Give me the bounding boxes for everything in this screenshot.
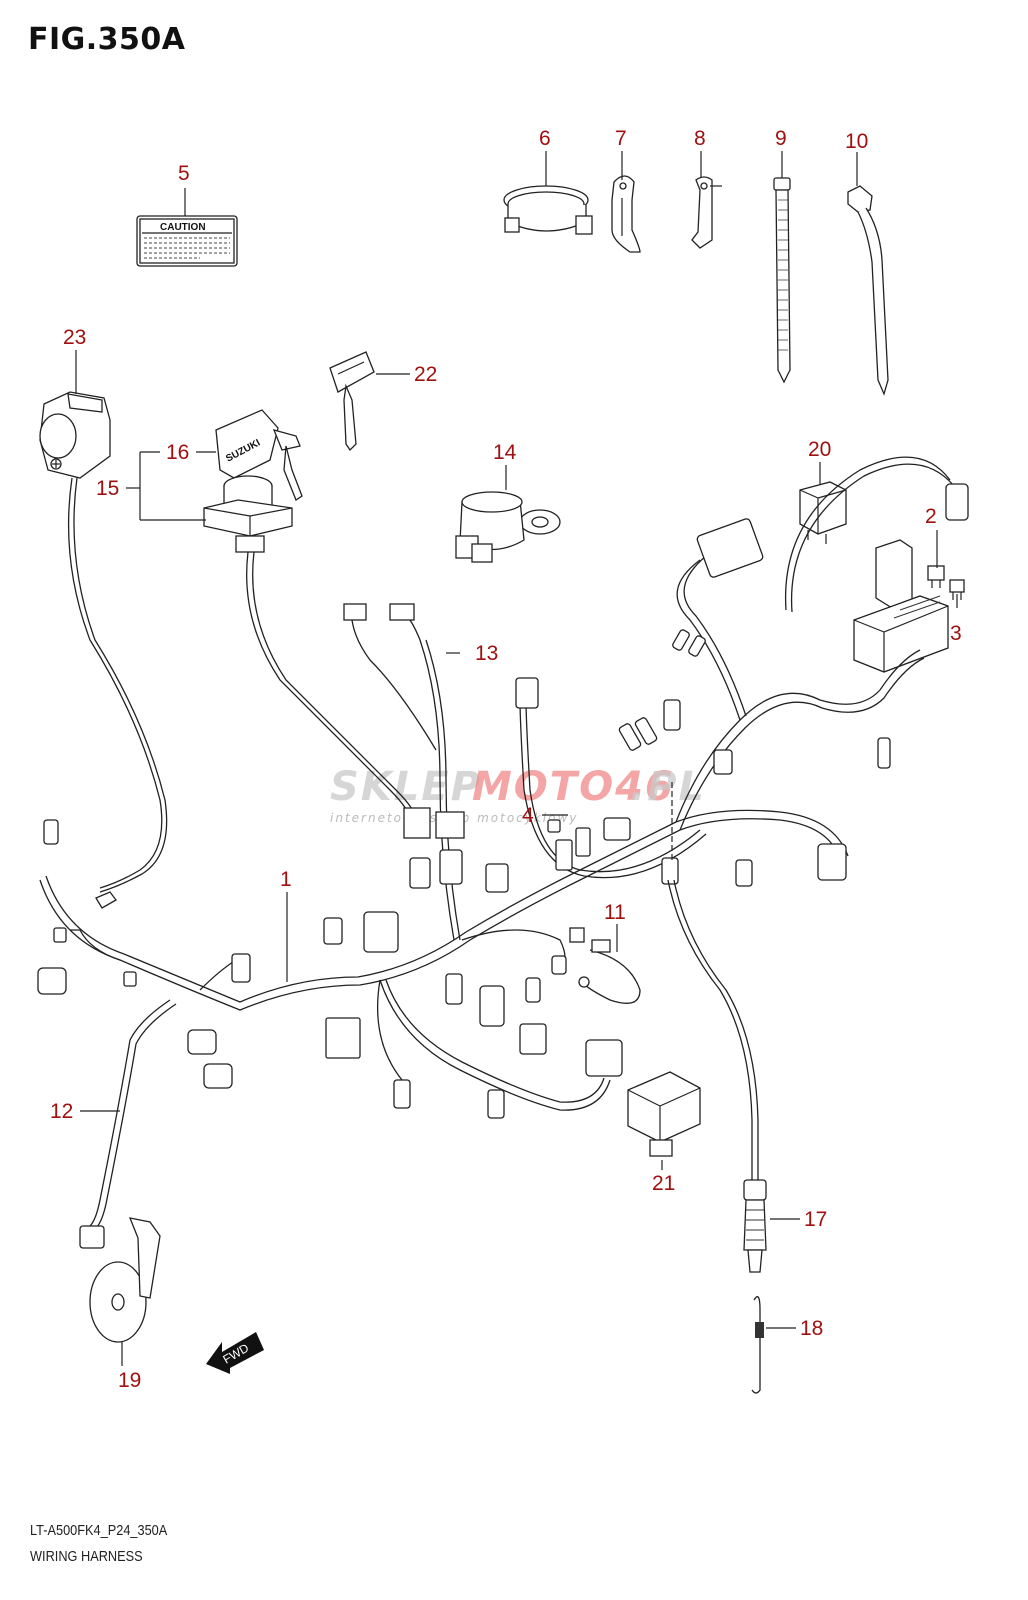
part-socket[interactable] bbox=[455, 491, 561, 563]
part-fuse-box[interactable] bbox=[853, 539, 949, 673]
callout-1[interactable]: 1 bbox=[280, 868, 292, 891]
part-hook[interactable] bbox=[691, 176, 722, 249]
part-control-unit[interactable] bbox=[627, 1071, 701, 1157]
callout-numbers: 1 2 3 4 5 6 7 8 9 10 11 12 13 14 15 16 1… bbox=[50, 127, 962, 1392]
model-code: LT-A500FK4_P24_350A bbox=[30, 1522, 168, 1539]
part-relay[interactable] bbox=[799, 481, 847, 544]
fwd-arrow: FWD bbox=[206, 1332, 264, 1374]
callout-2[interactable]: 2 bbox=[925, 505, 937, 528]
watermark: SKLEP MOTO46 .PL internetowy sklep motoc… bbox=[330, 764, 706, 825]
part-ignition-switch[interactable]: SUZUKI bbox=[203, 409, 417, 821]
part-horn-lead[interactable] bbox=[79, 999, 177, 1249]
figure-title: FIG.350A bbox=[28, 22, 186, 57]
leader-lines bbox=[75, 151, 958, 1366]
watermark-part1: SKLEP bbox=[330, 764, 482, 810]
part-sensor[interactable] bbox=[667, 879, 767, 1273]
callout-22[interactable]: 22 bbox=[414, 363, 437, 386]
callout-5[interactable]: 5 bbox=[178, 162, 190, 185]
part-key[interactable] bbox=[329, 351, 375, 452]
callout-13[interactable]: 13 bbox=[475, 642, 498, 665]
part-caution-label[interactable]: CAUTION bbox=[136, 215, 238, 267]
callout-23[interactable]: 23 bbox=[63, 326, 86, 349]
callout-8[interactable]: 8 bbox=[694, 127, 706, 150]
callout-3[interactable]: 3 bbox=[950, 622, 962, 645]
callout-20[interactable]: 20 bbox=[808, 438, 831, 461]
callout-12[interactable]: 12 bbox=[50, 1100, 73, 1123]
callout-16[interactable]: 16 bbox=[166, 441, 189, 464]
callout-10[interactable]: 10 bbox=[845, 130, 868, 153]
callout-6[interactable]: 6 bbox=[539, 127, 551, 150]
callout-11[interactable]: 11 bbox=[604, 901, 626, 924]
part-spring[interactable] bbox=[751, 1296, 764, 1394]
part-fuse-b[interactable] bbox=[949, 579, 965, 600]
callout-15[interactable]: 15 bbox=[96, 477, 119, 500]
callout-18[interactable]: 18 bbox=[800, 1317, 823, 1340]
part-cable-tie[interactable] bbox=[773, 177, 791, 384]
part-wiring-harness[interactable] bbox=[39, 456, 969, 1111]
callout-7[interactable]: 7 bbox=[615, 127, 627, 150]
part-horn[interactable] bbox=[89, 1217, 161, 1343]
watermark-part3: .PL bbox=[630, 764, 706, 810]
part-handlebar-switch[interactable] bbox=[39, 391, 168, 909]
watermark-part2: MOTO46 bbox=[472, 764, 675, 810]
section-name: WIRING HARNESS bbox=[30, 1548, 143, 1565]
callout-14[interactable]: 14 bbox=[493, 441, 517, 464]
harness-connectors[interactable] bbox=[37, 518, 891, 1119]
part-cable-tie-long[interactable] bbox=[847, 185, 889, 396]
part-clamp-strap[interactable] bbox=[611, 175, 641, 253]
callout-21[interactable]: 21 bbox=[652, 1172, 675, 1195]
part-fuse-a[interactable] bbox=[927, 565, 945, 588]
callout-17[interactable]: 17 bbox=[804, 1208, 827, 1231]
callout-9[interactable]: 9 bbox=[775, 127, 787, 150]
callout-19[interactable]: 19 bbox=[118, 1369, 141, 1392]
caution-label-text: CAUTION bbox=[160, 222, 206, 233]
callout-4[interactable]: 4 bbox=[522, 804, 534, 827]
part-clamp[interactable] bbox=[503, 185, 593, 235]
